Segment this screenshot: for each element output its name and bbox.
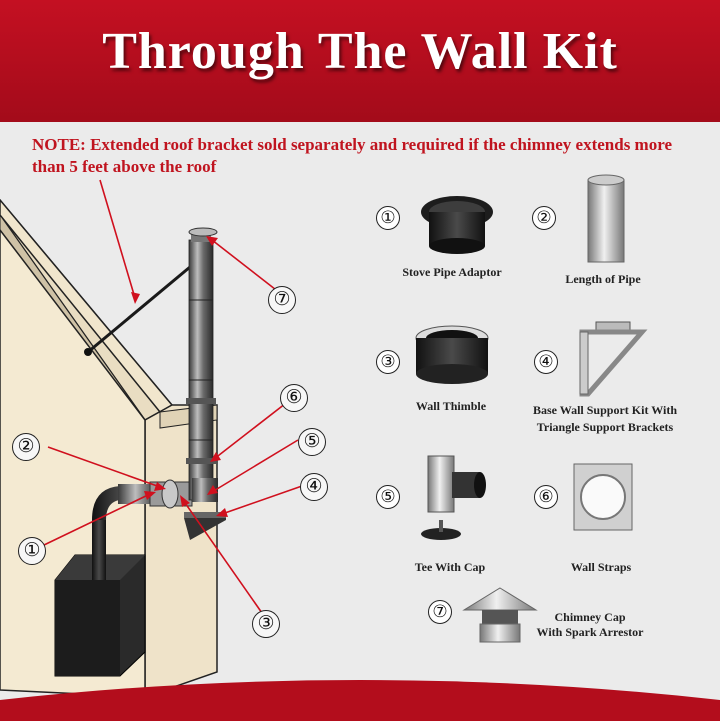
part-label-1: Stove Pipe Adaptor (402, 265, 502, 279)
part-label-7-line2: With Spark Arrestor (536, 625, 644, 639)
page-title: Through The Wall Kit (102, 23, 618, 80)
header-banner: Through The Wall Kit (0, 0, 720, 122)
part-label-6: Wall Straps (570, 560, 632, 574)
footer-swoosh (0, 680, 720, 721)
wall-thimble-icon (415, 325, 489, 384)
chimney-cap-icon (462, 587, 538, 643)
pipe-length-icon (587, 174, 625, 263)
chimney-pipe (184, 227, 226, 540)
part-number-2: ② (532, 206, 556, 230)
part-number-6: ⑥ (534, 485, 558, 509)
stove-pipe-adaptor-icon (421, 196, 493, 254)
part-label-4-line1: Base Wall Support Kit With (532, 403, 678, 417)
part-label-3: Wall Thimble (415, 399, 487, 413)
part-label-2: Length of Pipe (565, 272, 641, 286)
callout-3: ③ (252, 610, 280, 638)
callout-6: ⑥ (280, 384, 308, 412)
callout-5: ⑤ (298, 428, 326, 456)
part-label-5: Tee With Cap (414, 560, 486, 574)
note-text: NOTE: Extended roof bracket sold separat… (32, 135, 672, 176)
callout-2: ② (12, 433, 40, 461)
part-number-3: ③ (376, 350, 400, 374)
wall-strap-icon (573, 463, 633, 531)
part-number-1: ① (376, 206, 400, 230)
callout-4: ④ (300, 473, 328, 501)
leader-lines (43, 179, 303, 614)
part-label-4-line2: Triangle Support Brackets (536, 420, 674, 434)
wall-support-kit-icon (579, 321, 648, 397)
roof-bracket (84, 260, 197, 356)
wood-stove (54, 486, 150, 677)
part-number-5: ⑤ (376, 485, 400, 509)
part-number-7: ⑦ (428, 600, 452, 624)
callout-1: ① (18, 537, 46, 565)
callout-7: ⑦ (268, 286, 296, 314)
part-label-7-line1: Chimney Cap (554, 610, 626, 624)
tee-with-cap-icon (421, 455, 486, 540)
part-number-4: ④ (534, 350, 558, 374)
